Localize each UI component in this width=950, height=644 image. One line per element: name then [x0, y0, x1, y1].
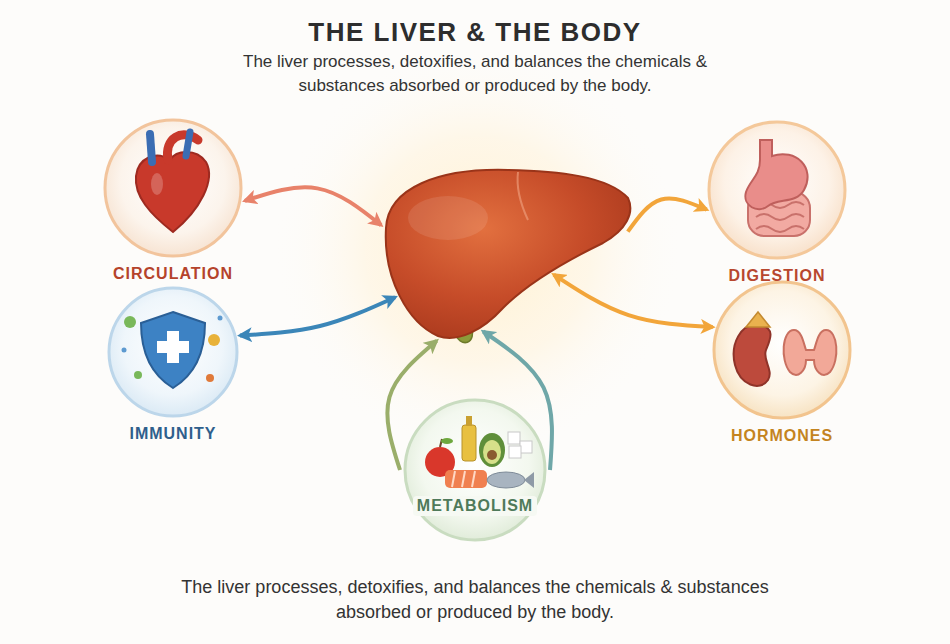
circle-border [714, 282, 850, 418]
digestive-icon [745, 140, 810, 236]
immunity-circle: IMMUNITY [107, 286, 239, 444]
liver-outline [378, 158, 638, 343]
circle-outline [707, 120, 847, 260]
digestion-circle: DIGESTION [707, 120, 847, 286]
text-holder: THE LIVER & THE BODY [0, 16, 950, 48]
liver-ligament [517, 172, 528, 220]
subtitle-text: The liver processes, detoxifies, and bal… [215, 50, 735, 98]
category-label: IMMUNITY [129, 424, 216, 444]
liver-organ [378, 158, 638, 343]
circle-outline [712, 280, 852, 420]
circle-outline [107, 286, 239, 418]
text-holder: The liver processes, detoxifies, and bal… [215, 50, 735, 98]
liver-body [386, 170, 631, 338]
circle-ground [709, 122, 845, 258]
text-holder: The liver processes, detoxifies, and bal… [165, 575, 785, 625]
diagram-title: THE LIVER & THE BODY [0, 16, 950, 48]
category-label: HORMONES [731, 426, 833, 446]
metabolism-circle: METABOLISM [403, 398, 547, 542]
liver-highlight [408, 196, 488, 240]
circle-border [405, 400, 545, 540]
food-icon [425, 416, 534, 488]
arrow-connector [245, 187, 381, 225]
circulation-circle: CIRCULATION [103, 118, 243, 284]
circle-outline [103, 118, 243, 258]
glands-icon [734, 312, 837, 386]
liver-glow [273, 45, 683, 455]
circle-ground [405, 400, 545, 540]
arrow-connector [387, 341, 436, 470]
circle-ground [105, 120, 241, 256]
heart-icon [136, 132, 209, 232]
circle-border [709, 122, 845, 258]
arrow-connector [240, 297, 395, 335]
category-label: DIGESTION [728, 266, 825, 286]
circle-ground [109, 288, 237, 416]
circle-border [109, 288, 237, 416]
caption-text: The liver processes, detoxifies, and bal… [165, 575, 785, 625]
category-label: CIRCULATION [113, 264, 233, 284]
hormones-circle: HORMONES [712, 280, 852, 446]
label-spacer [403, 398, 547, 496]
circle-outline [403, 398, 547, 542]
circle-border [105, 120, 241, 256]
circle-ground [714, 282, 850, 418]
category-label: METABOLISM [413, 496, 537, 516]
arrow-connector [554, 275, 713, 328]
arrow-connector [628, 198, 707, 231]
shield-icon [122, 312, 223, 388]
